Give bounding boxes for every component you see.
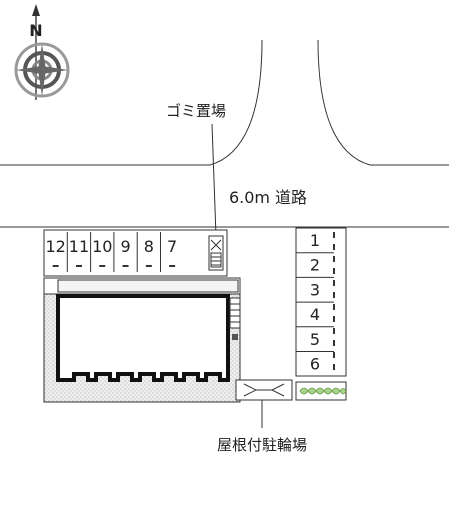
stall-number: 12 xyxy=(45,237,65,256)
parking-area-left xyxy=(43,229,228,277)
garbage-bin-icon xyxy=(208,235,224,271)
parking-stall-9: 9 xyxy=(113,232,131,272)
stall-number: 5 xyxy=(310,330,320,349)
compass-icon: N xyxy=(14,4,70,100)
north-label: N xyxy=(29,21,42,40)
parking-stall-12: 12 xyxy=(45,237,66,267)
stall-number: 10 xyxy=(92,237,112,256)
stall-number: 7 xyxy=(167,237,177,256)
stall-number: 4 xyxy=(310,305,320,324)
parking-stall-4: 4 xyxy=(296,301,334,324)
stall-number: 1 xyxy=(310,231,320,250)
stall-number: 9 xyxy=(120,237,130,256)
garbage-leader-line xyxy=(211,123,217,237)
stall-number: 2 xyxy=(310,256,320,275)
parking-stalls-right: 1 2 3 4 5 6 xyxy=(296,231,334,374)
stall-number: 8 xyxy=(144,237,154,256)
stall-number: 11 xyxy=(69,237,89,256)
bicycle-parking xyxy=(235,379,293,428)
stairs-icon xyxy=(229,297,241,340)
parking-stall-3: 3 xyxy=(296,276,334,299)
bicycle-parking-label: 屋根付駐輪場 xyxy=(217,436,307,454)
parking-stall-5: 5 xyxy=(296,326,334,349)
parking-stall-7: 7 xyxy=(160,232,177,272)
road-label: 6.0m 道路 xyxy=(229,188,307,207)
parking-stall-1: 1 xyxy=(310,231,320,250)
parking-stall-11: 11 xyxy=(66,232,89,272)
parking-stall-2: 2 xyxy=(296,252,334,275)
parking-stall-8: 8 xyxy=(136,232,154,272)
hedge xyxy=(295,381,347,401)
parking-stall-10: 10 xyxy=(90,232,112,272)
road-lines xyxy=(0,39,449,228)
building xyxy=(56,294,230,382)
garbage-label: ゴミ置場 xyxy=(166,102,226,120)
stall-number: 6 xyxy=(310,355,320,374)
parking-stall-6: 6 xyxy=(296,351,334,374)
stall-number: 3 xyxy=(310,280,320,299)
